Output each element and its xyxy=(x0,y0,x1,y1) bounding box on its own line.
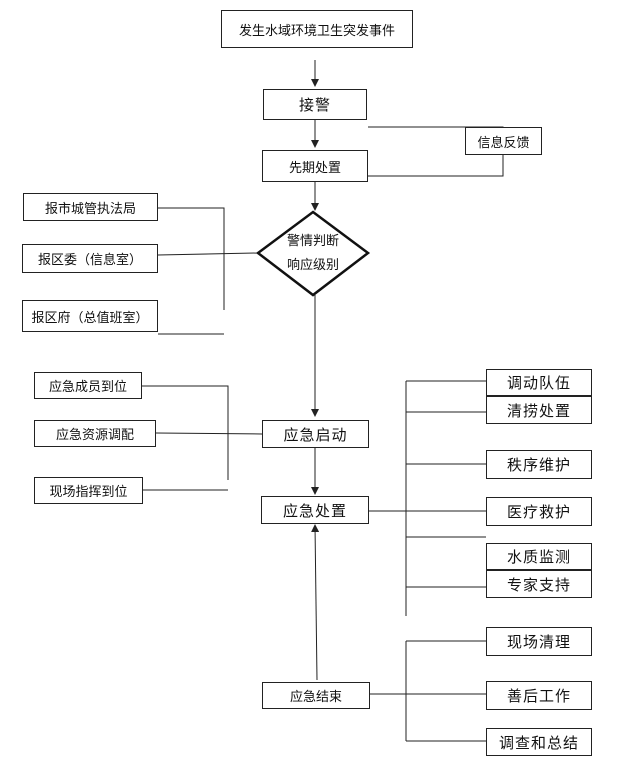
line-report-city xyxy=(158,207,225,310)
node-emergency-end: 应急结束 xyxy=(262,682,370,709)
node-salvage: 清捞处置 xyxy=(486,396,592,424)
node-resource-dispatch: 应急资源调配 xyxy=(34,420,156,447)
node-emergency-handle: 应急处置 xyxy=(261,496,369,524)
decision-line1: 警情判断 xyxy=(286,234,339,249)
node-feedback: 信息反馈 xyxy=(465,127,542,155)
node-expert: 专家支持 xyxy=(486,570,592,598)
arrow-end-to-handle xyxy=(311,524,320,681)
node-initial: 先期处置 xyxy=(262,150,368,182)
node-aftermath: 善后工作 xyxy=(486,681,592,710)
node-report-district-committee: 报区委（信息室） xyxy=(22,244,158,273)
line-members xyxy=(142,385,229,480)
line-resource xyxy=(155,432,263,435)
node-alarm: 接警 xyxy=(263,89,367,120)
node-water-monitor: 水质监测 xyxy=(486,543,592,570)
decision-diamond xyxy=(255,210,371,297)
node-order: 秩序维护 xyxy=(486,450,592,479)
line-decision-to-committee xyxy=(157,252,259,256)
node-command-arrive: 现场指挥到位 xyxy=(34,477,143,504)
node-emergency-start: 应急启动 xyxy=(262,420,369,448)
decision-label: 警情判断 响应级别 xyxy=(258,230,368,278)
node-team-dispatch: 调动队伍 xyxy=(486,369,592,396)
node-members-arrive: 应急成员到位 xyxy=(34,372,142,399)
node-report-city: 报市城管执法局 xyxy=(23,193,158,221)
decision-line2: 响应级别 xyxy=(286,258,339,273)
feedback-line-bottom xyxy=(368,155,504,177)
node-report-district-gov: 报区府（总值班室） xyxy=(22,300,158,332)
node-medical: 医疗救护 xyxy=(486,497,592,526)
node-site-clean: 现场清理 xyxy=(486,627,592,656)
node-event: 发生水域环境卫生突发事件 xyxy=(221,10,413,48)
node-investigation: 调查和总结 xyxy=(486,728,592,756)
